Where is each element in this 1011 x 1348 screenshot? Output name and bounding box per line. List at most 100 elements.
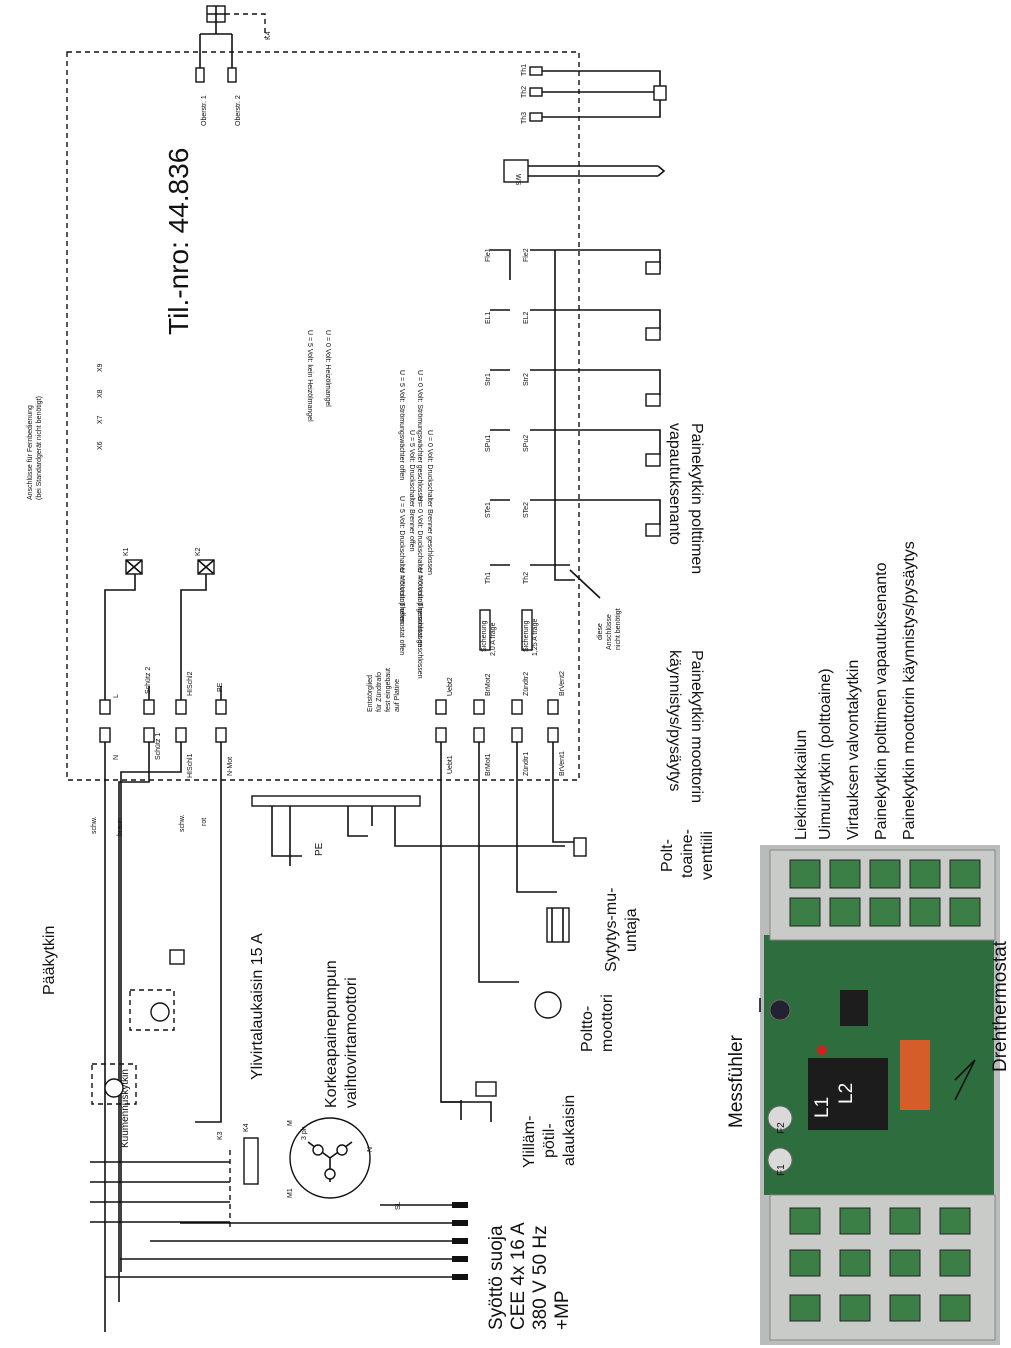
term-l-5: BrMot1 — [485, 753, 492, 776]
entstoer-2: für Zündtrafo — [376, 672, 383, 712]
fuel-valve-symbol — [573, 837, 587, 857]
term-r-3: PE — [217, 682, 224, 692]
hot-water-switch-symbol — [91, 1063, 137, 1105]
pin-el2: EL2 — [523, 311, 530, 324]
k2-label: K2 — [195, 547, 202, 556]
k4-top-label: K4 — [265, 31, 272, 40]
note-el-yes: U = 0 Volt: Heizölmangel — [324, 330, 331, 407]
note-str-closed: U = 0 Volt: Strömungswächter geschlossen — [416, 370, 423, 504]
sl-label: SL — [395, 1201, 402, 1210]
control-board-photo — [760, 845, 1000, 1345]
pump-motor-label-2: vaihtovirtamoottori — [343, 977, 360, 1108]
temperature-sensors — [529, 66, 667, 122]
term-r-4: Uebt2 — [447, 677, 454, 696]
pin-ste2: STe2 — [523, 502, 530, 518]
supply-line-1: Syöttö suoja — [486, 1225, 507, 1330]
oberstr-2: Oberstr. 2 — [235, 95, 242, 126]
main-switch-symbol — [129, 989, 175, 1031]
term-l-7: BrVent1 — [559, 751, 566, 776]
pin-ste1: STe1 — [485, 502, 492, 518]
main-switch-label: Pääkytkin — [41, 926, 58, 995]
drehthermostat-label: Drehthermostat — [990, 940, 1011, 1072]
note-el-none: U = 5 Volt: kein Heizölmangel — [306, 330, 313, 422]
entstoer-4: auf Platine — [394, 679, 401, 712]
f1-label: F1 — [776, 1164, 787, 1176]
l1-label: L1 — [812, 1097, 833, 1118]
term-r-6: Zündtr2 — [523, 672, 530, 696]
fuse-1-a: Sicherung — [481, 620, 488, 652]
note-th-closed: U = 0 Volt: Thermostat geschlossen — [416, 568, 423, 679]
ws-sensor — [503, 159, 529, 183]
ignition-label-2: untaja — [623, 908, 640, 952]
legend-3: Virtauksen valvontakytkin — [845, 660, 862, 840]
fuel-valve-label-3: venttiili — [699, 831, 716, 880]
f2-label: F2 — [776, 1122, 787, 1134]
unused-note-2: Anschlüsse — [606, 614, 613, 650]
fuel-valve-label-1: Polt- — [659, 839, 676, 872]
sensor-th1: Th1 — [521, 64, 528, 76]
wire-color-4: rot — [201, 818, 208, 826]
note-spu-open: U = 5 Volt: Druckschalter Brenner offen — [408, 430, 415, 552]
l2-label: L2 — [836, 1083, 857, 1104]
term-r-1: Schütz 2 — [145, 667, 152, 694]
remote-note-2: (bei Standardgerät nicht benötigt) — [36, 396, 43, 500]
pin-spu1: SPu1 — [485, 435, 492, 452]
pin-th1: Th1 — [485, 572, 492, 584]
supply-line-4: +MP — [552, 1290, 573, 1330]
pe-bus-label: PE — [314, 842, 325, 856]
term-r-5: BrMot2 — [485, 673, 492, 696]
pin-th2: Th2 — [523, 572, 530, 584]
fuel-valve-label-2: toaine- — [679, 829, 696, 878]
burner-motor-symbol — [534, 991, 562, 1019]
ws-label: WS — [514, 174, 521, 186]
supply-line-3: 380 V 50 Hz — [530, 1225, 551, 1330]
term-l-1: Schütz 1 — [155, 733, 162, 760]
k1-label: K1 — [123, 547, 130, 556]
port-x8: X8 — [97, 389, 104, 398]
fuse-2-b: 1,25 A träge — [532, 619, 539, 656]
port-x6: X6 — [97, 441, 104, 450]
unused-note-1: diese — [597, 623, 604, 640]
overtemp-label-2: pötil- — [541, 1123, 558, 1158]
order-number: Til.-nro: 44.836 — [163, 148, 194, 335]
overtemp-label-3: alaukaisin — [561, 1095, 578, 1166]
pin-fle1: Fle1 — [485, 248, 492, 262]
fuse-2-a: Sicherung — [523, 620, 530, 652]
motor-n-label: N — [367, 1147, 374, 1152]
motor-m-label: M — [287, 1120, 294, 1126]
wire-color-2: braun — [117, 818, 124, 836]
pin-str2: Str2 — [523, 373, 530, 386]
term-l-2: HISchl1 — [187, 753, 194, 778]
pin-fle2: Fle2 — [523, 248, 530, 262]
control-board-boundary — [66, 51, 580, 781]
pin-str1: Str1 — [485, 373, 492, 386]
entstoer-3: fest eingebaut — [385, 668, 392, 712]
sensor-th3: Th3 — [521, 112, 528, 124]
burner-motor-label-1: Poltto- — [579, 1006, 596, 1052]
wire-color-1: schw. — [91, 816, 98, 834]
legend-1: Liekintarkkailun — [793, 730, 810, 840]
port-x9: X9 — [97, 363, 104, 372]
pressure-burner-label-2: vapautuksenanto — [666, 423, 683, 545]
term-l-3: N-Mot — [227, 757, 234, 776]
motor-3ph-label: 3 ph — [301, 1126, 308, 1140]
entstoer-1: Entstörglied — [367, 675, 374, 712]
supply-line-2: CEE 4x 16 A — [508, 1222, 529, 1330]
k3-label: K3 — [217, 1131, 224, 1140]
contactor-k4-symbol — [243, 1137, 259, 1185]
legend-4: Painekytkin polttimen vapautuksenanto — [873, 562, 890, 840]
note-str-open: U = 5 Volt: Strömungswächter offen — [398, 370, 405, 480]
sensor-th2: Th2 — [521, 86, 528, 98]
term-r-2: HISchl2 — [187, 671, 194, 696]
legend-2: Uimurikytkin (polttoaine) — [817, 668, 834, 840]
pump-motor-label-1: Korkeapainepumpun — [323, 960, 340, 1108]
term-l-4: Uebt1 — [447, 755, 454, 774]
note-spu-closed: U = 0 Volt: Druckschalter Brenner geschl… — [426, 430, 433, 575]
pressure-motor-label-1: Painekytkin moottorin — [688, 650, 705, 803]
messfuehler-label: Messfühler — [726, 1034, 747, 1128]
bus-bar — [251, 795, 421, 807]
port-x7: X7 — [97, 415, 104, 424]
